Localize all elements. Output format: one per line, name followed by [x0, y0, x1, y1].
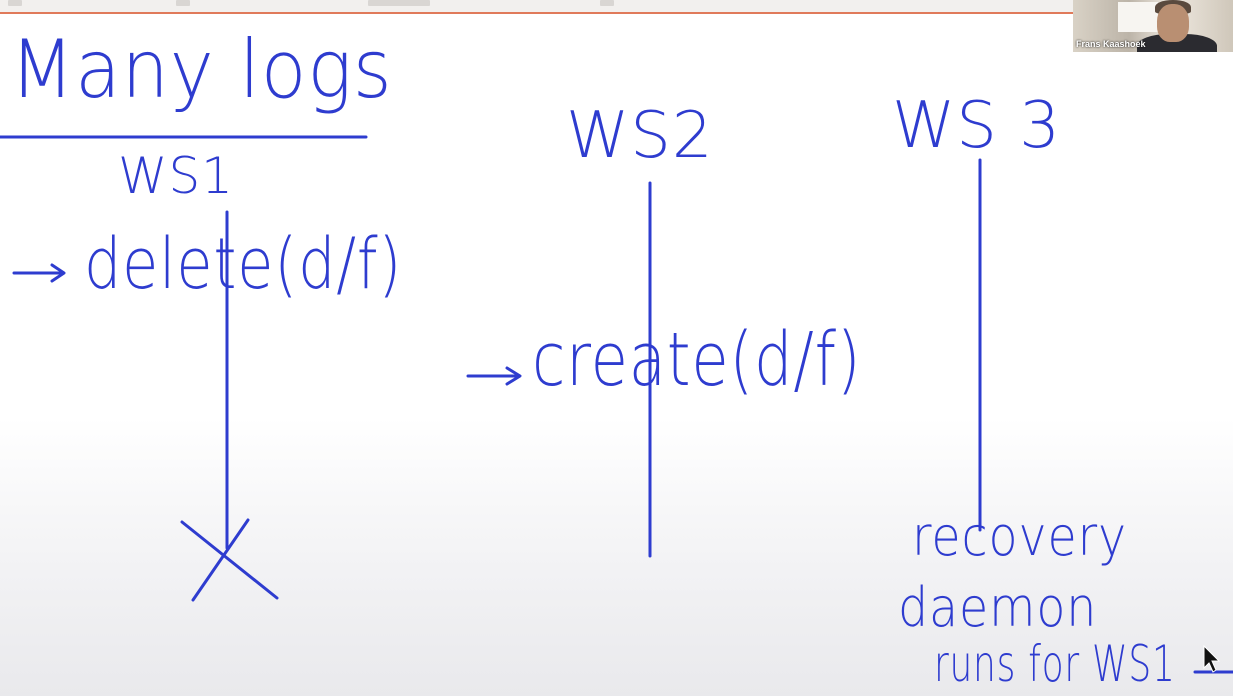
mouse-cursor-icon — [1203, 644, 1221, 673]
ws3-header: WS 3 — [892, 89, 1061, 163]
ws1-header: WS1 — [118, 147, 234, 205]
participant-name: Frans Kaashoek — [1076, 39, 1146, 49]
participant-video-thumbnail[interactable]: Frans Kaashoek — [1073, 0, 1233, 52]
crash-x-icon — [180, 518, 279, 602]
participant-body — [1137, 34, 1217, 52]
toolbar-button[interactable] — [8, 0, 22, 6]
arrow-right-icon — [12, 263, 66, 283]
toolbar-button[interactable] — [600, 0, 614, 6]
ws1-event-label: delete(d/f) — [84, 223, 403, 305]
ws2-event-label: create(d/f) — [532, 317, 862, 403]
toolbar-button[interactable] — [368, 0, 430, 6]
participant-face — [1157, 4, 1189, 42]
ws3-note-line: recovery — [912, 505, 1127, 568]
ws3-note-line: runs for WS1 — [934, 635, 1176, 693]
annotation-toolbar — [0, 0, 1075, 14]
ws3-note-line: daemon — [898, 576, 1098, 639]
ws2-header: WS2 — [566, 99, 714, 173]
toolbar-button[interactable] — [176, 0, 190, 6]
arrow-right-icon — [466, 366, 522, 386]
background-window — [1118, 2, 1158, 32]
board-title: Many logs — [10, 23, 393, 116]
